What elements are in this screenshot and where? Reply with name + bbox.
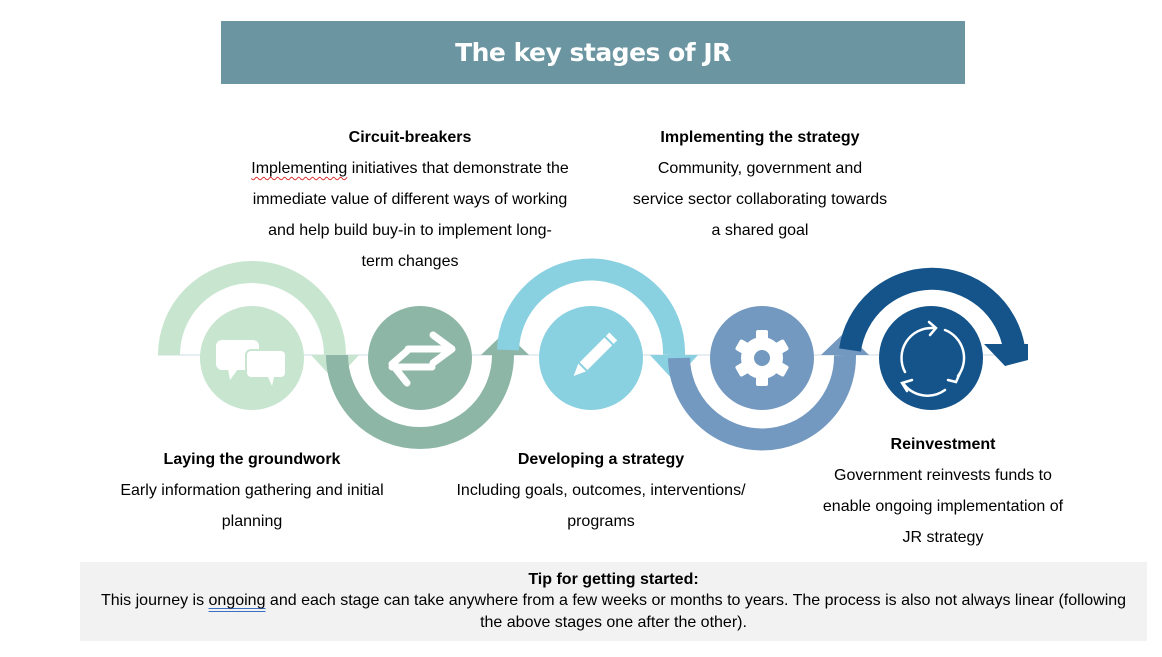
stage-circle-2 [368, 306, 472, 410]
stage-description-line: and help build buy-in to implement long- [268, 222, 552, 239]
stage-arc-3 [497, 258, 686, 356]
speech-bubbles-icon [216, 340, 287, 386]
stage-description-line: Community, government and [657, 160, 863, 177]
tip-body: This journey is ongoing and each stage c… [100, 592, 1127, 631]
tip-heading: Tip for getting started: [528, 571, 699, 588]
stage-heading: Developing a strategy [517, 451, 685, 468]
stage-description-line: enable ongoing implementation of [822, 498, 1064, 515]
stage-description-line: JR strategy [902, 529, 984, 546]
stage-description-line: Early information gathering and initial [120, 482, 384, 499]
stage-description-line: a shared goal [711, 222, 809, 239]
stage-description-line: programs [567, 513, 635, 530]
stage-groundwork-text: Laying the groundwork Early information … [92, 444, 412, 537]
stage-developing-text: Developing a strategy Including goals, o… [436, 444, 766, 537]
stage-arc-4 [668, 354, 857, 451]
title-banner: The key stages of JR [221, 21, 965, 84]
stage-heading: Laying the groundwork [163, 451, 341, 468]
tip-box: Tip for getting started: This journey is… [80, 562, 1147, 641]
stage-heading: Implementing the strategy [660, 129, 860, 146]
stage-heading: Circuit-breakers [348, 129, 472, 146]
gear-icon [735, 330, 789, 386]
grammar-flag-word: ongoing [208, 592, 266, 609]
stage-description-line: immediate value of different ways of wor… [252, 191, 568, 208]
stage-heading: Reinvestment [890, 436, 996, 453]
stage-circuit-breakers-text: Circuit-breakers Implementing initiative… [220, 122, 600, 277]
stage-description-line: Government reinvests funds to [834, 467, 1052, 484]
page-title: The key stages of JR [455, 38, 731, 67]
cycle-arrows-icon [900, 320, 966, 397]
stage-implementing-text: Implementing the strategy Community, gov… [610, 122, 910, 246]
arrow-head-end-5 [984, 344, 1028, 366]
stage-arc-2 [326, 354, 514, 449]
stage-arc-5 [839, 267, 1025, 352]
stage-reinvestment-text: Reinvestment Government reinvests funds … [793, 429, 1093, 553]
stage-description-line: Including goals, outcomes, interventions… [456, 482, 746, 499]
stage-description-line: Implementing initiatives that demonstrat… [251, 160, 569, 177]
pencil-icon [573, 332, 618, 377]
exchange-arrows-icon [388, 331, 456, 387]
stage-description-line: planning [221, 513, 283, 530]
stage-arc-1 [158, 261, 346, 356]
stage-description-line: service sector collaborating towards [632, 191, 888, 208]
stage-description-line: term changes [361, 253, 459, 270]
spellcheck-word: Implementing [251, 160, 348, 177]
